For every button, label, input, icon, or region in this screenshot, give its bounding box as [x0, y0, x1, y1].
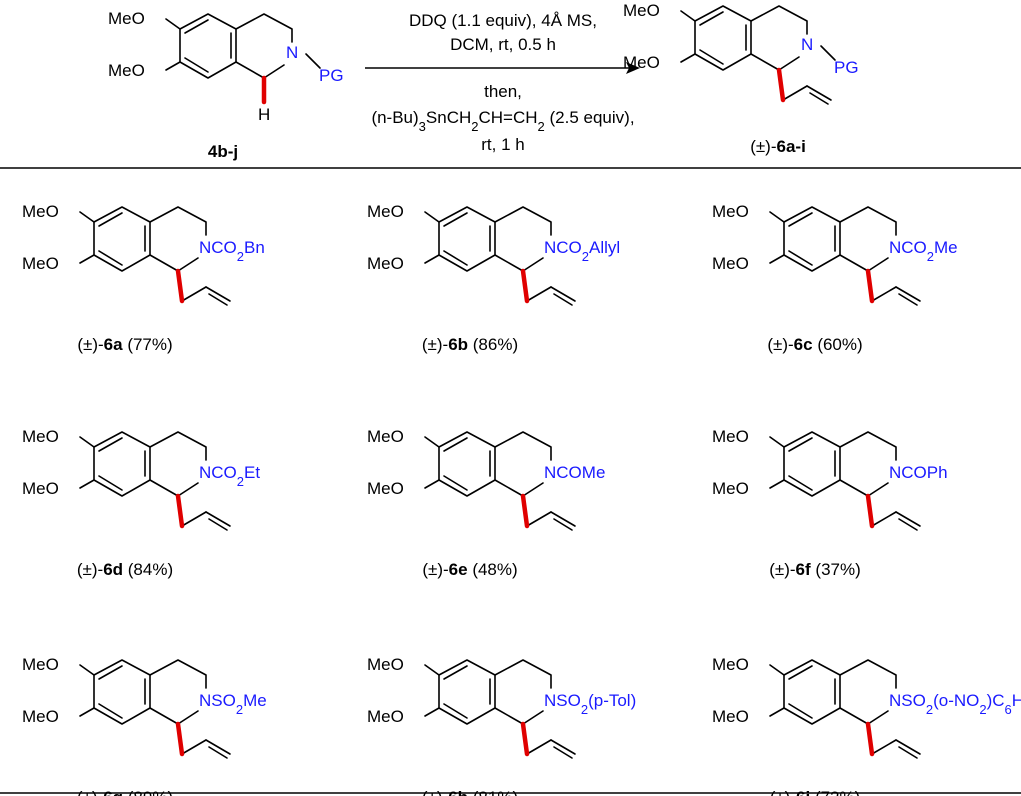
- product-6h: MeO MeO NSO2(p-Tol) (±)-6h (81%): [367, 655, 636, 796]
- sm-label: 4b-j: [208, 142, 238, 161]
- meo-bottom: MeO: [712, 707, 749, 726]
- gp-pg: PG: [834, 58, 859, 77]
- product-6d: MeO MeO NCO2Et (±)-6d (84%): [22, 427, 260, 579]
- sm-hydrogen: H: [258, 105, 270, 124]
- product-6g: MeO MeO NSO2Me (±)-6g (89%): [22, 655, 267, 796]
- meo-top: MeO: [22, 655, 59, 674]
- meo-top: MeO: [367, 202, 404, 221]
- meo-top: MeO: [712, 655, 749, 674]
- product-skeleton: [769, 659, 921, 759]
- gp-meo-bottom: MeO: [623, 53, 660, 72]
- meo-bottom: MeO: [22, 254, 59, 273]
- conditions-line-2: DCM, rt, 0.5 h: [450, 35, 556, 54]
- new-cc-bond-highlight: [175, 721, 185, 757]
- gp-nitrogen: N: [801, 35, 813, 54]
- new-cc-bond-highlight: [520, 268, 530, 304]
- conditions-line-1: DDQ (1.1 equiv), 4Å MS,: [409, 11, 597, 30]
- product-skeleton: [424, 431, 576, 531]
- compound-label: (±)-6h (81%): [422, 788, 518, 796]
- compound-label: (±)-6b (86%): [422, 335, 518, 354]
- conditions-line-3: then,: [484, 82, 522, 101]
- meo-top: MeO: [367, 655, 404, 674]
- new-cc-bond-highlight: [520, 721, 530, 757]
- product-grid: MeO MeO NCO2Bn (±)-6a (77%) MeO MeO NCO2Allyl (…: [22, 202, 1021, 796]
- new-cc-bond-highlight: [865, 268, 875, 304]
- product-skeleton: [79, 206, 231, 306]
- product-skeleton: [424, 206, 576, 306]
- product-6e: MeO MeO NCOMe (±)-6e (48%): [367, 427, 605, 579]
- product-skeleton: [79, 659, 231, 759]
- sm-skeleton: [165, 13, 321, 79]
- gp-new-bond-highlight: [776, 67, 786, 103]
- protecting-group: NCOMe: [544, 463, 605, 482]
- protecting-group: NCO2Bn: [199, 238, 265, 264]
- protecting-group: NCO2Et: [199, 463, 260, 489]
- protecting-group: NSO2Me: [199, 691, 267, 717]
- meo-top: MeO: [22, 202, 59, 221]
- sm-meo-top: MeO: [108, 9, 145, 28]
- meo-bottom: MeO: [367, 479, 404, 498]
- meo-top: MeO: [22, 427, 59, 446]
- protecting-group: NCO2Me: [889, 238, 958, 264]
- compound-label: (±)-6e (48%): [422, 560, 517, 579]
- protecting-group: NCO2Allyl: [544, 238, 620, 264]
- sm-nitrogen: N: [286, 43, 298, 62]
- gp-label: (±)-6a-i: [750, 137, 806, 156]
- product-skeleton: [769, 431, 921, 531]
- new-cc-bond-highlight: [520, 493, 530, 529]
- sm-meo-bottom: MeO: [108, 61, 145, 80]
- starting-material: MeO MeO N PG H: [108, 9, 344, 124]
- new-cc-bond-highlight: [865, 721, 875, 757]
- gp-meo-top: MeO: [623, 1, 660, 20]
- conditions-line-5: rt, 1 h: [481, 135, 524, 154]
- meo-top: MeO: [367, 427, 404, 446]
- product-6b: MeO MeO NCO2Allyl (±)-6b (86%): [367, 202, 620, 354]
- compound-label: (±)-6a (77%): [77, 335, 172, 354]
- product-skeleton: [424, 659, 576, 759]
- reaction-arrow: [365, 62, 640, 74]
- conditions-line-4: (n-Bu)3SnCH2CH=CH2 (2.5 equiv),: [371, 108, 634, 134]
- product-skeleton: [79, 431, 231, 531]
- new-cc-bond-highlight: [175, 493, 185, 529]
- meo-bottom: MeO: [22, 707, 59, 726]
- product-skeleton: [769, 206, 921, 306]
- product-6f: MeO MeO NCOPh (±)-6f (37%): [712, 427, 948, 579]
- product-6i: MeO MeO NSO2(o-NO2)C6H4 (±)-6i (72%): [712, 655, 1021, 796]
- new-cc-bond-highlight: [865, 493, 875, 529]
- meo-top: MeO: [712, 202, 749, 221]
- product-6a: MeO MeO NCO2Bn (±)-6a (77%): [22, 202, 265, 354]
- protecting-group: NCOPh: [889, 463, 948, 482]
- compound-label: (±)-6c (60%): [767, 335, 862, 354]
- sm-pg: PG: [319, 66, 344, 85]
- meo-bottom: MeO: [367, 254, 404, 273]
- compound-label: (±)-6f (37%): [769, 560, 861, 579]
- new-cc-bond-highlight: [175, 268, 185, 304]
- meo-bottom: MeO: [712, 479, 749, 498]
- general-product: MeO MeO N PG: [623, 1, 859, 105]
- meo-bottom: MeO: [712, 254, 749, 273]
- gp-skeleton: [680, 5, 836, 105]
- meo-top: MeO: [712, 427, 749, 446]
- meo-bottom: MeO: [367, 707, 404, 726]
- protecting-group: NSO2(o-NO2)C6H4: [889, 691, 1021, 717]
- compound-label: (±)-6i (72%): [770, 788, 861, 796]
- meo-bottom: MeO: [22, 479, 59, 498]
- product-6c: MeO MeO NCO2Me (±)-6c (60%): [712, 202, 958, 354]
- compound-label: (±)-6g (89%): [77, 788, 173, 796]
- compound-label: (±)-6d (84%): [77, 560, 173, 579]
- protecting-group: NSO2(p-Tol): [544, 691, 636, 717]
